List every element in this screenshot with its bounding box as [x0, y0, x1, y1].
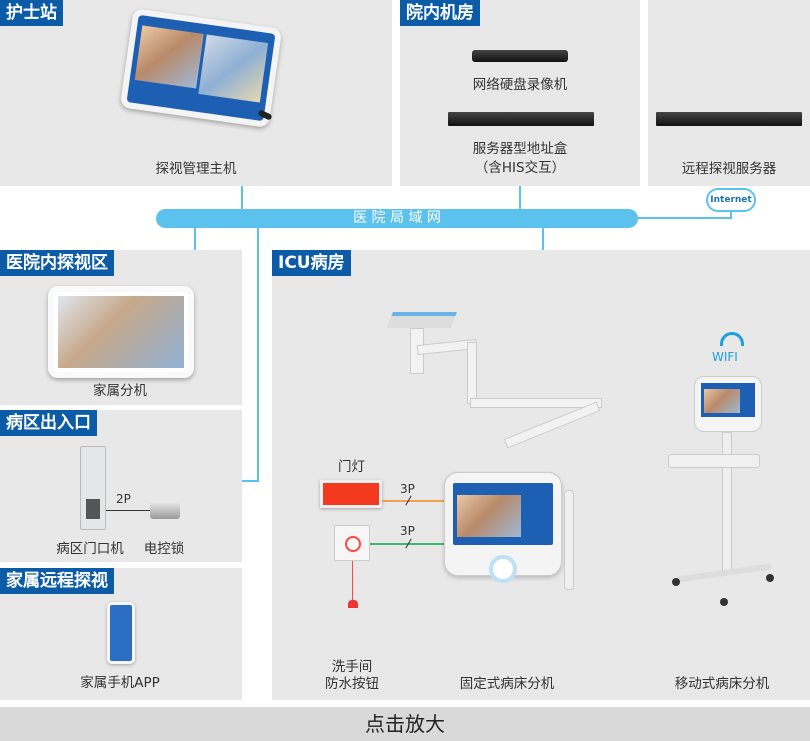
wire-3p-1: 3P — [400, 482, 415, 496]
button-label-1: 洗手间 — [331, 659, 373, 675]
nvr-image — [472, 50, 568, 62]
phone-image — [107, 602, 135, 664]
phone-app-label: 家属手机APP — [80, 675, 160, 691]
internet-label: Internet — [710, 195, 752, 205]
wifi-icon — [720, 332, 744, 346]
ward-entrance-title: 病区出入口 — [0, 410, 97, 436]
server-room-panel: 院内机房 网络硬盘录像机 服务器型地址盒 （含HIS交互） — [400, 0, 640, 186]
lock-label: 电控锁 — [143, 541, 185, 557]
address-box-label-2: （含HIS交互） — [474, 160, 566, 176]
zoom-label: 点击放大 — [365, 712, 445, 736]
visit-area-title: 医院内探视区 — [0, 250, 114, 276]
management-host-label: 探视管理主机 — [155, 161, 237, 177]
fixed-terminal-label: 固定式病床分机 — [459, 676, 555, 692]
fixed-bed-terminal-image — [444, 472, 562, 583]
button-label-2: 防水按钮 — [325, 676, 379, 692]
address-box-image — [448, 112, 594, 126]
remote-visit-title: 家属远程探视 — [0, 568, 114, 594]
wifi-label: WIFI — [712, 350, 738, 364]
visit-area-panel: 医院内探视区 家属分机 — [0, 250, 242, 405]
icu-title: ICU病房 — [272, 250, 351, 276]
remote-server-panel: 远程探视服务器 — [648, 0, 810, 186]
ward-entrance-panel: 病区出入口 2P 病区门口机 电控锁 — [0, 410, 242, 562]
door-unit-label: 病区门口机 — [56, 541, 124, 557]
remote-server-image — [656, 112, 802, 126]
lan-label: 医 院 局 域 网 — [353, 210, 441, 226]
door-light-image — [320, 480, 382, 508]
internet-cloud: Internet — [706, 188, 756, 212]
electric-lock-image — [150, 501, 180, 519]
wire-2p: 2P — [116, 492, 131, 506]
icu-panel: ICU病房 门灯 3P 3P 洗手间 防水按钮 固定式病床分机 WIFI 移动式… — [272, 250, 810, 700]
mobile-terminal-image — [694, 376, 762, 432]
nurse-station-panel: 护士站 探视管理主机 — [0, 0, 392, 186]
family-terminal-label: 家属分机 — [93, 383, 147, 399]
address-box-label: 服务器型地址盒 — [472, 141, 568, 157]
server-room-title: 院内机房 — [400, 0, 480, 26]
nvr-label: 网络硬盘录像机 — [472, 77, 568, 93]
remote-visit-panel: 家属远程探视 家属手机APP — [0, 568, 242, 700]
nurse-station-title: 护士站 — [0, 0, 63, 26]
lan-bus: 医 院 局 域 网 — [156, 209, 638, 228]
zoom-bar[interactable]: 点击放大 — [0, 707, 810, 741]
waterproof-button-image — [334, 525, 370, 561]
wire-3p-2: 3P — [400, 524, 415, 538]
management-host-image — [119, 8, 283, 128]
family-terminal-image — [48, 286, 194, 378]
mobile-terminal-label: 移动式病床分机 — [674, 676, 770, 692]
remote-server-label: 远程探视服务器 — [681, 161, 777, 177]
door-light-label: 门灯 — [338, 459, 365, 475]
door-unit-image — [80, 446, 106, 530]
